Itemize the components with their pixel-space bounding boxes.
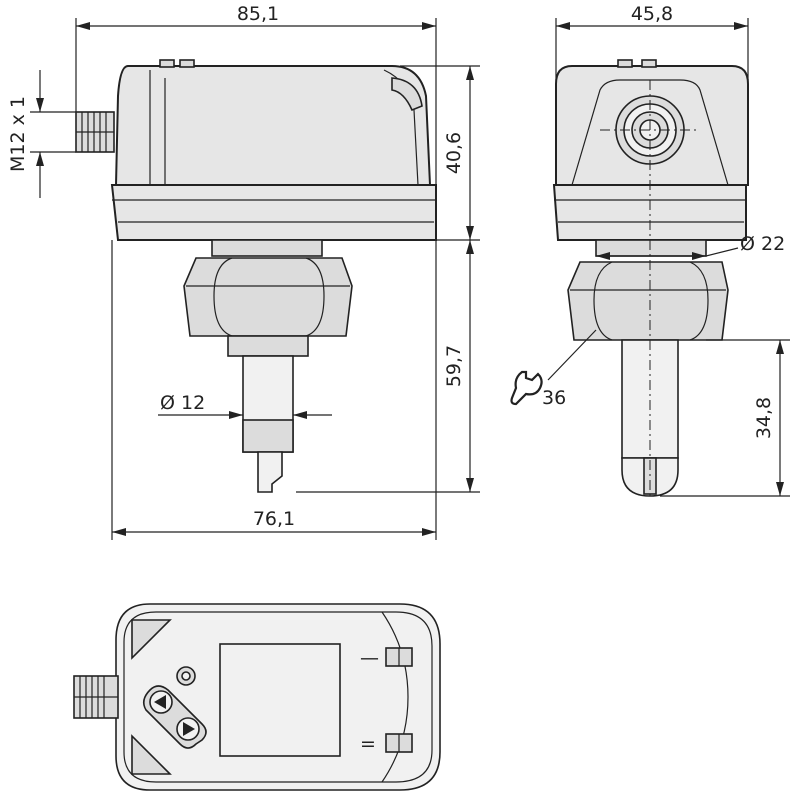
probe-tip <box>257 451 283 493</box>
front-view <box>75 59 437 493</box>
side-dimensions: 45,8 Ø 22 34,8 36 <box>510 3 790 497</box>
arrow-up-icon[interactable] <box>149 690 173 714</box>
housing-clip <box>391 77 423 112</box>
housing-base <box>110 184 437 241</box>
front-dimensions: 85,1 40,6 M12 x 1 59,7 Ø 12 76 <box>7 3 480 540</box>
dim-probe-length: 34,8 <box>753 397 775 439</box>
top-m12-connector <box>73 675 119 719</box>
dim-fitting-diameter: Ø 22 <box>740 233 785 255</box>
neck <box>211 239 323 257</box>
dim-base-width: 76,1 <box>253 508 295 530</box>
arrow-down-icon[interactable] <box>176 717 200 741</box>
display-window <box>219 643 341 757</box>
side-view <box>552 59 749 500</box>
svg-text:—: — <box>360 647 379 669</box>
dim-thread: M12 x 1 <box>7 96 29 172</box>
wrench-icon <box>510 370 543 406</box>
top-view: — = <box>73 603 441 791</box>
side-probe-shaft <box>621 339 679 459</box>
side-hex-nut <box>567 261 729 341</box>
m12-connector <box>75 111 115 153</box>
probe-collar <box>227 335 309 357</box>
dim-total-length: 59,7 <box>443 345 465 387</box>
dim-probe-diameter: Ø 12 <box>160 392 205 414</box>
housing-cap <box>114 65 432 186</box>
dim-housing-depth: 45,8 <box>631 3 673 25</box>
switch-mark-top: — <box>360 647 413 669</box>
dim-housing-width: 85,1 <box>237 3 279 25</box>
dim-housing-height: 40,6 <box>443 132 465 174</box>
svg-text:=: = <box>360 733 376 755</box>
side-housing-base <box>552 184 747 241</box>
hex-nut <box>183 257 353 337</box>
dim-wrench-size: 36 <box>542 387 566 409</box>
switch-mark-bottom: = <box>360 733 413 755</box>
